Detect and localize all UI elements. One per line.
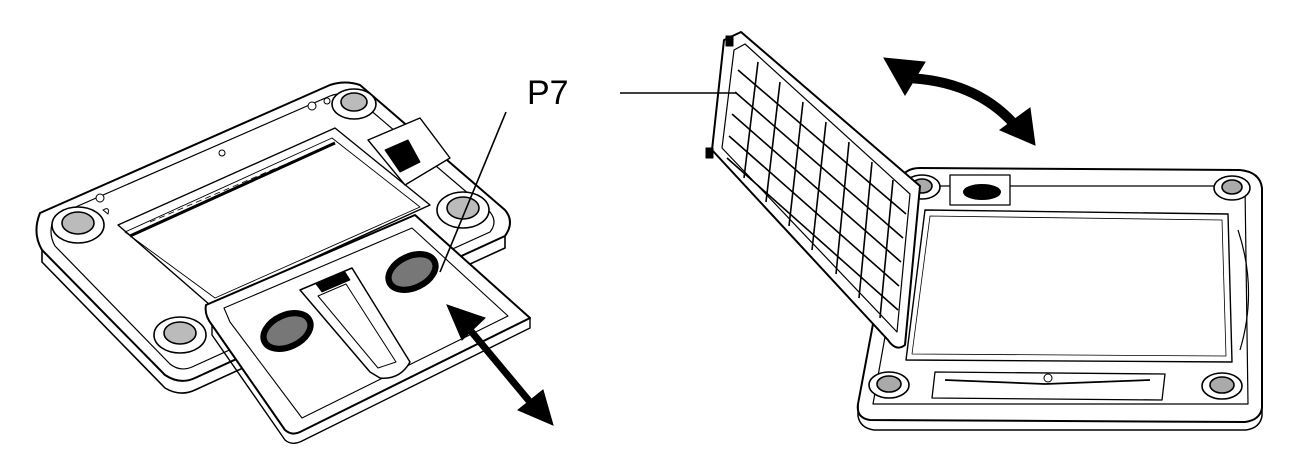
- left-device-drawer: [204, 214, 531, 444]
- swing-arrow-icon: [883, 57, 1036, 146]
- foot-right-bottom-right: [1201, 372, 1243, 400]
- foot-right-top-right: [1213, 175, 1251, 201]
- left-device-feet: [51, 88, 490, 354]
- foot-top: [331, 88, 377, 120]
- right-device-grid-cover: [705, 31, 921, 349]
- foot-front-left: [51, 206, 105, 244]
- foot-right-bottom-left: [868, 371, 910, 399]
- foot-right: [436, 191, 490, 229]
- part-label-p7: P7: [527, 74, 569, 112]
- slide-arrow-icon: [446, 304, 554, 426]
- foot-bottom: [153, 316, 207, 354]
- left-leader-line: [439, 111, 507, 273]
- right-device-base: [856, 167, 1263, 431]
- cover-grid-ribs: [726, 61, 907, 319]
- left-device-base: [35, 81, 511, 394]
